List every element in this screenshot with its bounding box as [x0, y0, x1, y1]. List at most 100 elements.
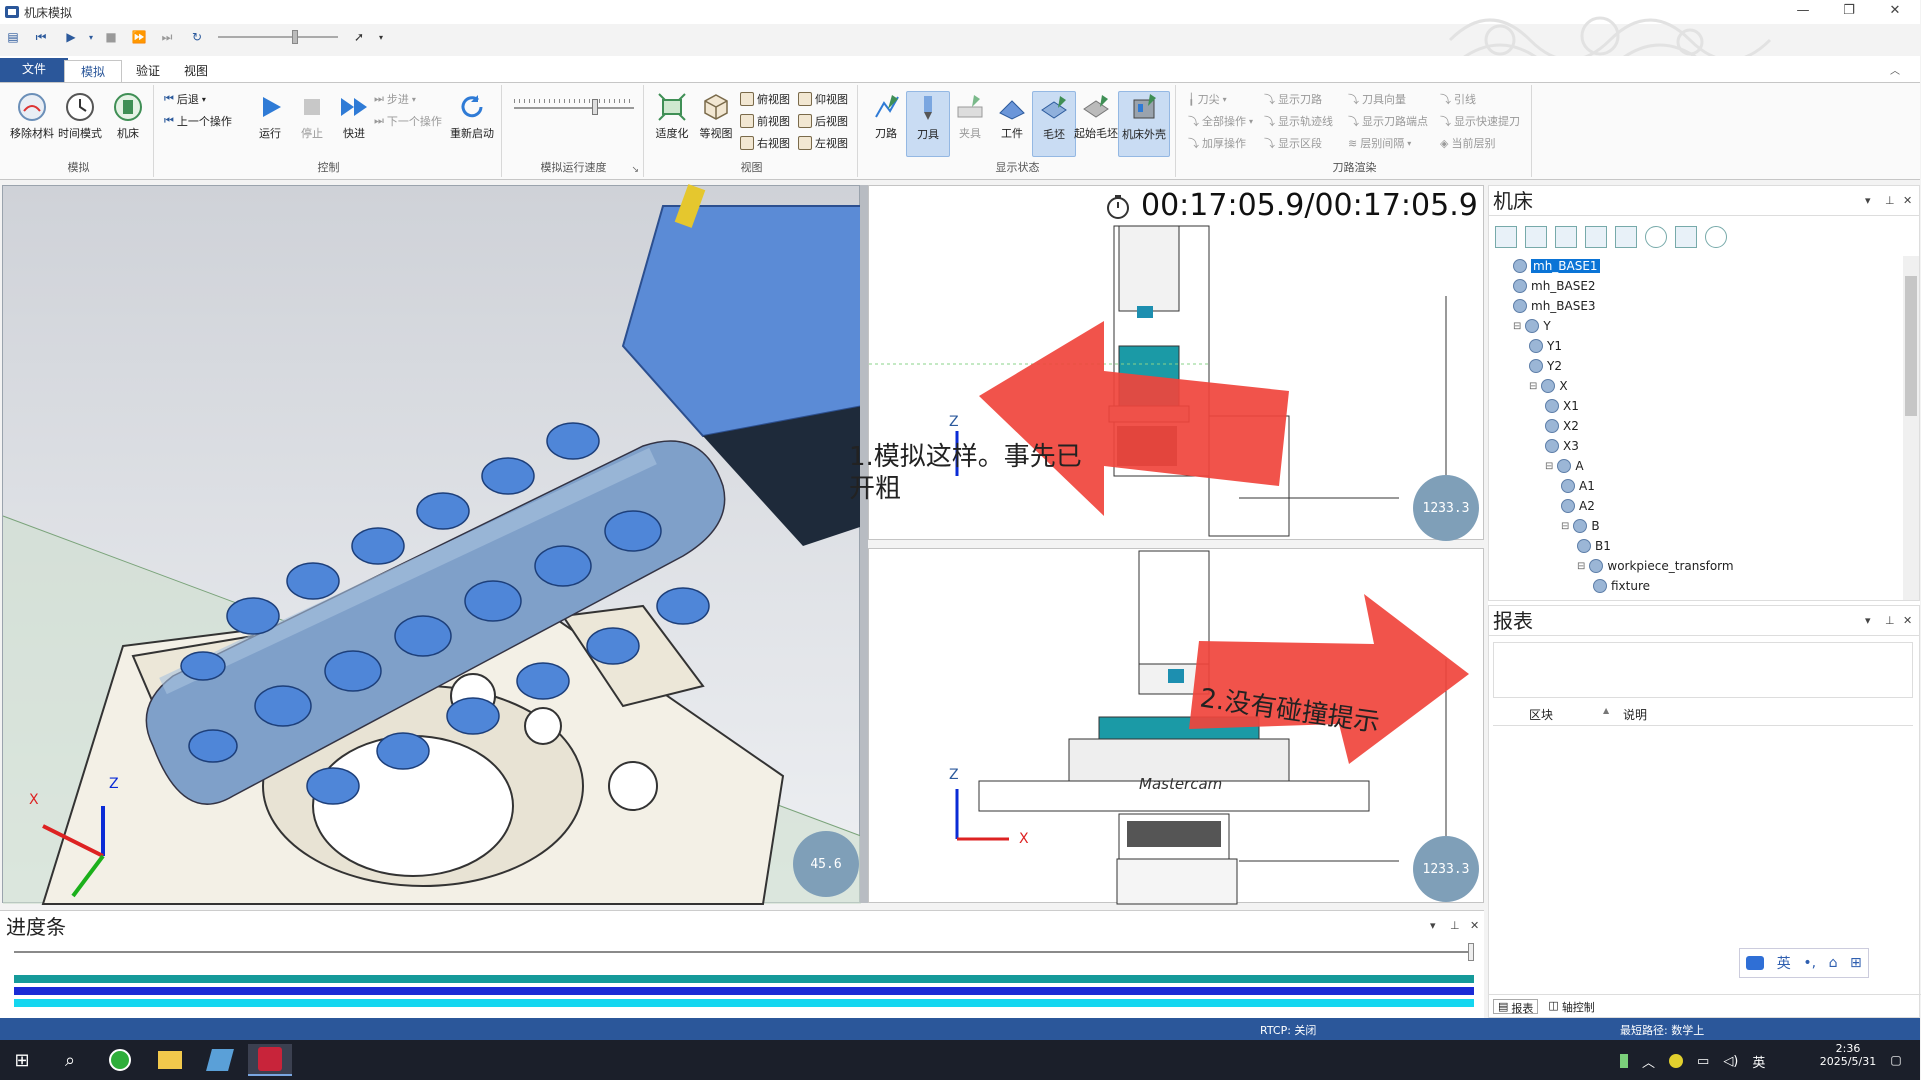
- tree-expander-icon[interactable]: ⊟: [1529, 380, 1538, 392]
- start-button[interactable]: ⊞: [0, 1044, 44, 1076]
- minimize-button[interactable]: —: [1780, 0, 1826, 24]
- tree-node-x3[interactable]: X3: [1497, 436, 1897, 456]
- front-view-button[interactable]: 前视图: [740, 111, 790, 131]
- show-rapid-button[interactable]: ⤵显示快速提刀: [1440, 111, 1520, 131]
- machine-panel-close[interactable]: ✕: [1903, 194, 1912, 207]
- leadline-button[interactable]: ⤵引线: [1440, 89, 1476, 109]
- progress-panel-close[interactable]: ✕: [1470, 919, 1479, 932]
- battery-icon[interactable]: [1620, 1054, 1628, 1068]
- tree-expander-icon[interactable]: ⊟: [1545, 460, 1554, 472]
- progress-panel-menu[interactable]: ▾: [1430, 919, 1436, 932]
- taskbar-explorer[interactable]: [148, 1044, 192, 1076]
- quick-speed-slider-thumb[interactable]: [292, 30, 298, 44]
- quick-stop-button[interactable]: ■: [100, 26, 122, 48]
- progress-panel-pin[interactable]: ⊥: [1450, 919, 1460, 932]
- tool-vector-button[interactable]: ⤵刀具向量: [1348, 89, 1406, 109]
- ime-logo-icon[interactable]: [1746, 956, 1765, 970]
- tree-node-y2[interactable]: Y2: [1497, 356, 1897, 376]
- next-op-button[interactable]: ⏭下一个操作: [374, 111, 442, 131]
- report-col-block[interactable]: 区块: [1529, 708, 1554, 722]
- restore-button[interactable]: ❐: [1826, 0, 1872, 24]
- tree-expander-icon[interactable]: ⊟: [1513, 320, 1522, 332]
- tree-node-fixture[interactable]: fixture: [1497, 576, 1897, 596]
- taskbar-mastercam[interactable]: [248, 1044, 292, 1076]
- tree-node-y[interactable]: ⊟Y: [1497, 316, 1897, 336]
- machine-button[interactable]: 机床: [106, 91, 150, 157]
- tree-expander-icon[interactable]: ⊟: [1577, 560, 1586, 572]
- tab-file[interactable]: 文件: [0, 58, 69, 82]
- ime-grid-icon[interactable]: ⊞: [1850, 955, 1862, 971]
- tree-node-x[interactable]: ⊟X: [1497, 376, 1897, 396]
- progress-scrubber-thumb[interactable]: [1468, 943, 1474, 961]
- tree-refresh-icon[interactable]: [1645, 226, 1667, 248]
- tree-node-a2[interactable]: A2: [1497, 496, 1897, 516]
- speed-slider-thumb[interactable]: [592, 99, 598, 115]
- step-button[interactable]: ⏭步进▾: [374, 89, 416, 109]
- tool-tip-button[interactable]: ╽刀尖▾: [1188, 89, 1227, 109]
- tree-info-icon[interactable]: [1675, 226, 1697, 248]
- tree-delete-icon[interactable]: [1615, 226, 1637, 248]
- clock[interactable]: 2:36 2025/5/31: [1818, 1042, 1878, 1068]
- quick-settings-button[interactable]: ▤: [2, 26, 24, 48]
- quick-run-button[interactable]: ▶: [60, 26, 82, 48]
- tree-node-a1[interactable]: A1: [1497, 476, 1897, 496]
- tab-view[interactable]: 视图: [184, 64, 209, 78]
- tree-copy-icon[interactable]: [1585, 226, 1607, 248]
- restart-button[interactable]: 重新启动: [446, 91, 498, 157]
- show-toolpath-button[interactable]: ⤵显示刀路: [1264, 89, 1322, 109]
- show-points-button[interactable]: ⤵显示刀路端点: [1348, 111, 1428, 131]
- taskbar-browser[interactable]: [98, 1044, 142, 1076]
- layer-gap-button[interactable]: ≋层别间隔▾: [1348, 133, 1411, 153]
- stop-button[interactable]: 停止: [290, 91, 334, 157]
- tab-simulate[interactable]: 模拟: [64, 60, 123, 82]
- quick-last-button[interactable]: ⏭: [156, 26, 178, 48]
- tree-node-a[interactable]: ⊟A: [1497, 456, 1897, 476]
- quick-first-button[interactable]: ⏮: [30, 26, 52, 48]
- iso-view-button[interactable]: 等视图: [694, 91, 738, 157]
- tab-verify[interactable]: 验证: [136, 64, 161, 78]
- show-track-button[interactable]: ⤵显示轨迹线: [1264, 111, 1333, 131]
- workpiece-display-button[interactable]: 工件: [990, 91, 1034, 157]
- ribbon-collapse-button[interactable]: ︿: [1890, 62, 1900, 77]
- tree-add-icon[interactable]: [1495, 226, 1517, 248]
- time-mode-button[interactable]: 时间模式: [58, 91, 102, 157]
- highlight-op-button[interactable]: ⤵加厚操作: [1188, 133, 1246, 153]
- tree-node-y1[interactable]: Y1: [1497, 336, 1897, 356]
- taskbar-app-2[interactable]: [198, 1044, 242, 1076]
- right-view-button[interactable]: 右视图: [740, 133, 790, 153]
- toolpath-display-button[interactable]: 刀路: [864, 91, 908, 157]
- initial-stock-display-button[interactable]: 起始毛坯: [1074, 91, 1118, 157]
- tree-node-x2[interactable]: X2: [1497, 416, 1897, 436]
- viewport-bottom-right[interactable]: Z X Mastercam 2.没有碰撞提示 1233.3: [868, 548, 1484, 905]
- group-speed-launcher[interactable]: ↘: [631, 165, 639, 175]
- viewport-3d-main[interactable]: Z X 45.6: [2, 184, 864, 905]
- tab-report[interactable]: ▤报表: [1493, 999, 1539, 1015]
- tray-ime[interactable]: 英: [1752, 1055, 1766, 1071]
- ime-language[interactable]: 英: [1776, 956, 1791, 972]
- tree-node-mh-base2[interactable]: mh_BASE2: [1497, 276, 1897, 296]
- speed-slider[interactable]: [514, 107, 634, 109]
- tree-node-mh-base3[interactable]: mh_BASE3: [1497, 296, 1897, 316]
- report-col-desc[interactable]: 说明: [1623, 708, 1648, 722]
- report-panel-pin[interactable]: ⊥: [1885, 614, 1895, 627]
- back-view-button[interactable]: 后视图: [798, 111, 848, 131]
- machine-housing-display-button[interactable]: 机床外壳: [1118, 91, 1170, 157]
- show-region-button[interactable]: ⤵显示区段: [1264, 133, 1322, 153]
- tool-display-button[interactable]: 刀具: [906, 91, 950, 157]
- stock-display-button[interactable]: 毛坯: [1032, 91, 1076, 157]
- security-icon[interactable]: [1669, 1054, 1684, 1068]
- close-button[interactable]: ✕: [1872, 0, 1918, 24]
- all-ops-button[interactable]: ⤵全部操作▾: [1188, 111, 1253, 131]
- fit-button[interactable]: 适度化: [650, 91, 694, 157]
- report-panel-menu[interactable]: ▾: [1865, 614, 1871, 627]
- tree-edit-icon[interactable]: [1555, 226, 1577, 248]
- bottom-view-button[interactable]: 仰视图: [798, 89, 848, 109]
- current-layer-button[interactable]: ◈当前层别: [1440, 133, 1495, 153]
- tree-node-mh-base1[interactable]: mh_BASE1: [1497, 256, 1897, 276]
- remove-material-button[interactable]: 移除材料: [10, 91, 54, 157]
- tree-scrollbar-thumb[interactable]: [1905, 276, 1917, 416]
- ime-punctuation[interactable]: •,: [1803, 955, 1817, 971]
- run-button[interactable]: 运行: [248, 91, 292, 157]
- tree-node-b[interactable]: ⊟B: [1497, 516, 1897, 536]
- network-icon[interactable]: ▭: [1697, 1053, 1710, 1069]
